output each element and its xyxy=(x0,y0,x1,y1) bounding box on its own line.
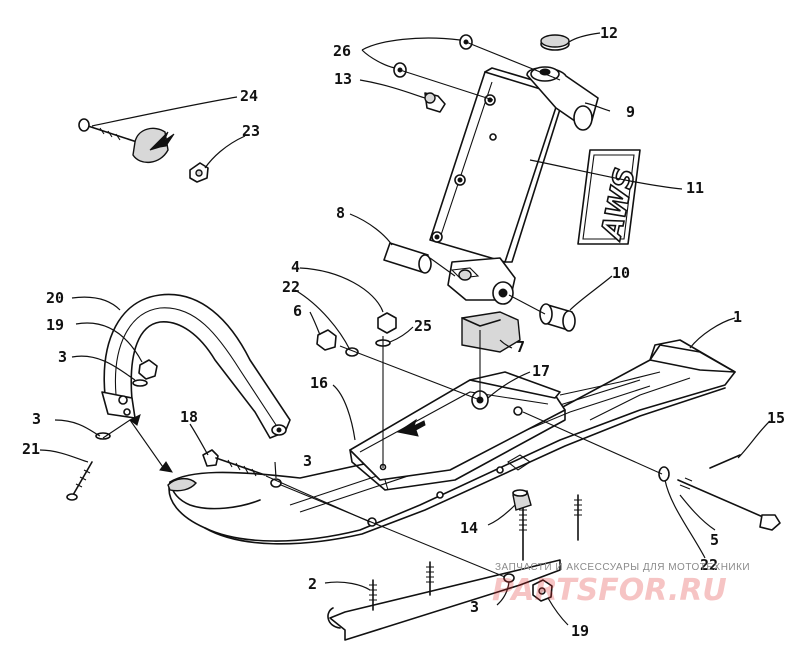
callout-8: 8 xyxy=(336,204,345,222)
callout-2: 2 xyxy=(308,575,317,593)
ski-saddle xyxy=(349,371,566,491)
nut-4 xyxy=(377,312,397,334)
callout-18: 18 xyxy=(180,408,198,426)
aws-decal: AWS xyxy=(577,149,642,245)
callout-4: 4 xyxy=(291,258,300,276)
callout-15: 15 xyxy=(767,409,785,427)
bushing-14 xyxy=(512,489,532,511)
watermark-caption: ЗАПЧАСТИ И АКСЕССУАРЫ ДЛЯ МОТОТЕХНИКИ xyxy=(495,562,750,573)
nut-6 xyxy=(316,329,337,351)
watermark-logo: PARTSFOR.RU xyxy=(492,573,727,608)
bolt-21 xyxy=(66,461,93,501)
callout-labels: 1 2 3 3 3 3 4 5 6 7 8 9 10 11 12 13 14 1… xyxy=(22,24,785,640)
callout-7: 7 xyxy=(516,338,525,356)
nut-19-top xyxy=(138,359,158,380)
ski-handle-bracket xyxy=(101,293,291,439)
callout-6: 6 xyxy=(293,302,302,320)
grease-fitting-13 xyxy=(424,92,446,113)
callout-3-mid: 3 xyxy=(303,452,312,470)
callout-23: 23 xyxy=(242,122,260,140)
shock-unit xyxy=(429,66,599,305)
callout-10: 10 xyxy=(612,264,630,282)
callout-26: 26 xyxy=(333,42,351,60)
callout-25: 25 xyxy=(414,317,432,335)
sleeve-10 xyxy=(539,303,576,332)
rod-15 xyxy=(709,454,741,469)
callout-3-top: 3 xyxy=(58,348,67,366)
washer-22-right xyxy=(658,466,670,482)
callout-3-left: 3 xyxy=(32,410,41,428)
assembly-lines xyxy=(102,41,663,578)
washer-3-top xyxy=(132,379,148,387)
callout-14: 14 xyxy=(460,519,478,537)
callout-1: 1 xyxy=(733,308,742,326)
callout-9: 9 xyxy=(626,103,635,121)
bumper-7 xyxy=(461,311,521,353)
callout-22-top: 22 xyxy=(282,278,300,296)
callout-11: 11 xyxy=(686,179,704,197)
sleeve-8 xyxy=(383,242,432,274)
bolt-24 xyxy=(78,118,141,144)
bolt-5 xyxy=(677,477,781,531)
callout-19-bottom: 19 xyxy=(571,622,589,640)
callout-3-bottom: 3 xyxy=(470,598,479,616)
watermark: ЗАПЧАСТИ И АКСЕССУАРЫ ДЛЯ МОТОТЕХНИКИ PA… xyxy=(492,562,750,608)
nut-23 xyxy=(189,162,209,183)
callout-19-top: 19 xyxy=(46,316,64,334)
callout-leaders xyxy=(39,32,771,626)
wear-bar xyxy=(327,494,582,641)
callout-5: 5 xyxy=(710,531,719,549)
spacer-block xyxy=(132,127,175,163)
washer-3-left xyxy=(95,432,111,440)
callout-16: 16 xyxy=(310,374,328,392)
callout-22-bottom: 22 xyxy=(700,556,718,574)
callout-24: 24 xyxy=(240,87,258,105)
ski-body xyxy=(167,339,736,545)
callout-13: 13 xyxy=(334,70,352,88)
callout-20: 20 xyxy=(46,289,64,307)
bushing-26 xyxy=(393,34,473,78)
callout-21: 21 xyxy=(22,440,40,458)
callout-12: 12 xyxy=(600,24,618,42)
callout-17: 17 xyxy=(532,362,550,380)
